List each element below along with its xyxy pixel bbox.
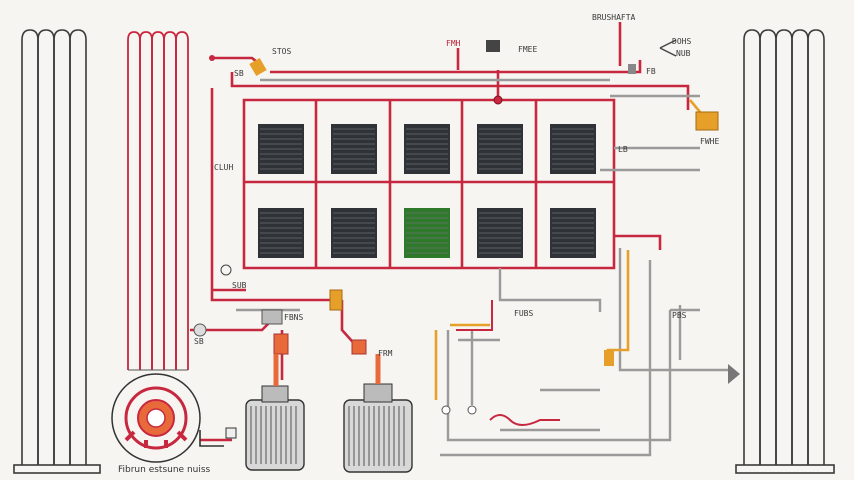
center-junction [493, 95, 503, 105]
label-mid-junction: FUBS [514, 309, 533, 318]
label-lower-fitting: SUB [232, 281, 247, 290]
grille-panel[interactable] [477, 124, 523, 174]
label-small-tl: SB [234, 69, 244, 78]
gray-pipes [236, 78, 730, 457]
panel-grid [258, 124, 596, 258]
motor-left[interactable] [225, 354, 305, 471]
caption-bottom-left: Fibrun estsune nuiss [118, 465, 211, 475]
orange-outlet-box[interactable] [695, 111, 719, 131]
label-right-1: DOHS [672, 37, 691, 46]
pump-left-fitting[interactable] [273, 333, 289, 355]
grille-panel[interactable] [258, 208, 304, 258]
label-right-pipe: PBS [672, 311, 687, 320]
boiler-fan[interactable] [111, 373, 224, 463]
fittings [193, 39, 740, 415]
lower-left-gauge [220, 264, 232, 276]
diagram-labels: BRUSHAFTA FMH FMEE STOS SB DOHS NUB FB F… [118, 13, 719, 475]
label-panel-side: CLUH [214, 163, 233, 172]
lower-sensor-2 [441, 405, 451, 415]
right-orange-valve[interactable] [604, 350, 614, 366]
label-right-3: FB [646, 67, 656, 76]
motor-right[interactable] [343, 354, 413, 473]
pump-valve-left[interactable] [261, 309, 283, 325]
inlet-node [209, 55, 215, 61]
top-damper[interactable] [486, 40, 500, 52]
grille-panel[interactable] [331, 208, 377, 258]
grille-panel[interactable] [404, 124, 450, 174]
lower-sensor [467, 405, 477, 415]
grille-panel[interactable] [550, 124, 596, 174]
grille-panel[interactable] [258, 124, 304, 174]
label-top-center: FMH [446, 39, 461, 48]
grille-panel[interactable] [477, 208, 523, 258]
top-left-valve[interactable] [249, 57, 267, 77]
left-gauge [193, 323, 207, 337]
right-outlet-arrow [728, 364, 740, 384]
label-right-2: NUB [676, 49, 691, 58]
red-lower-pipes [456, 300, 560, 426]
red-coil-radiator [127, 31, 189, 371]
label-right-mid: LB [618, 145, 628, 154]
label-damper: FMEE [518, 45, 537, 54]
left-radiator [13, 29, 101, 474]
label-pump-mid: FRM [378, 349, 393, 358]
label-lower-valve: SB [194, 337, 204, 346]
label-valve-top-left: STOS [272, 47, 291, 56]
mid-valve-orange[interactable] [329, 289, 343, 311]
grille-panel[interactable] [404, 208, 450, 258]
grille-panel[interactable] [550, 208, 596, 258]
top-right-branch [659, 39, 677, 57]
grille-panel[interactable] [331, 124, 377, 174]
label-pump-left: FBNS [284, 313, 303, 322]
pump-mid-fitting[interactable] [351, 339, 367, 355]
top-right-valve[interactable] [628, 64, 636, 74]
right-radiator [735, 29, 835, 474]
label-top-right: BRUSHAFTA [592, 13, 636, 22]
label-outlet: FWHE [700, 137, 719, 146]
